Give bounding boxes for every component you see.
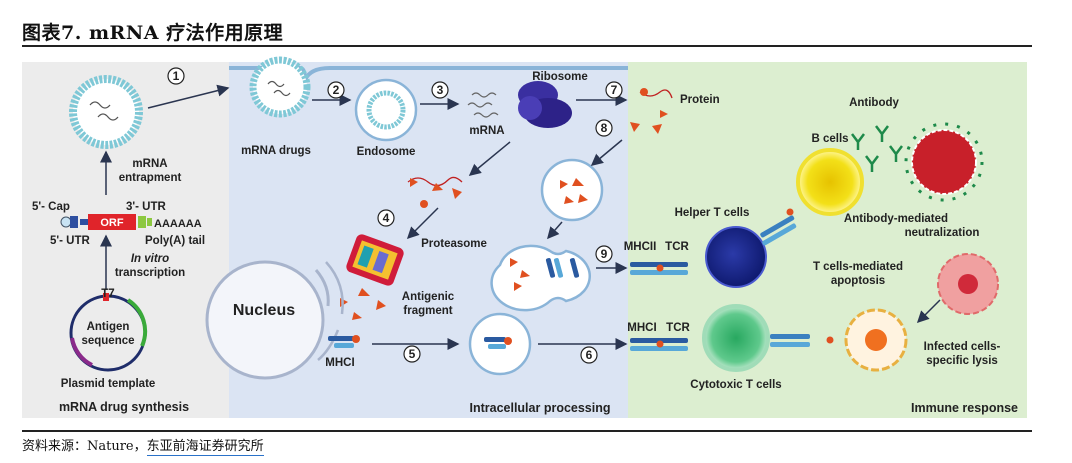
lipid-nanoparticle-icon	[69, 75, 143, 149]
protein-icon	[630, 88, 673, 134]
label-t-mediated-1: T cells-mediated	[813, 261, 903, 273]
vesicle-fusion-arrow	[547, 221, 563, 240]
cytotoxic-t-cell-icon	[702, 304, 834, 372]
plasmid-icon	[69, 293, 148, 372]
step-marker-1: 1	[167, 67, 185, 85]
label-in-vitro-1: In vitro	[131, 253, 169, 265]
label-endosome: Endosome	[357, 146, 416, 158]
label-mhci-right: MHCI	[627, 322, 656, 334]
mhci-left-icon	[328, 335, 360, 348]
mhcii-tcr-complex-icon	[630, 262, 688, 275]
source-note: 资料来源：Nature，东亚前海证券研究所	[22, 435, 264, 456]
svg-text:3: 3	[437, 83, 444, 97]
svg-text:7: 7	[611, 83, 618, 97]
step-1-arrow	[147, 84, 230, 109]
label-mrna-entrapment-2: entrapment	[119, 172, 182, 184]
label-plasmid: Plasmid template	[61, 378, 156, 390]
antibody-icon	[851, 125, 903, 172]
label-t-mediated-2: apoptosis	[831, 275, 885, 287]
nucleus-icon	[205, 260, 344, 380]
step-marker-9: 9	[595, 245, 613, 263]
step-marker-7: 7	[605, 81, 623, 99]
mrna-construct	[60, 214, 152, 230]
label-nucleus: Nucleus	[233, 302, 295, 319]
label-3-utr: 3'- UTR	[126, 201, 166, 213]
label-antigenic-1: Antigenic	[402, 291, 455, 303]
label-ab-mediated-1: Antibody-mediated	[844, 213, 948, 225]
mrna-strands-icon	[467, 92, 499, 118]
mrna-drug-particle-icon	[249, 56, 311, 118]
svg-text:2: 2	[333, 83, 340, 97]
footer-rule	[22, 430, 1032, 432]
step-marker-4: 4	[377, 209, 395, 227]
label-ab-mediated-2: neutralization	[905, 227, 980, 239]
label-tcr-top: TCR	[665, 241, 689, 253]
protein-vesicle-icon	[540, 158, 604, 222]
label-b-cells: B cells	[811, 133, 848, 145]
label-antigen-1: Antigen	[87, 321, 130, 333]
label-mrna-entrapment-1: mRNA	[132, 158, 167, 170]
step-marker-3: 3	[431, 81, 449, 99]
apoptotic-cell-icon	[844, 308, 908, 372]
label-infected-1: Infected cells-	[924, 341, 1001, 353]
label-polya-tail: Poly(A) tail	[145, 235, 205, 247]
label-mhci-left: MHCI	[325, 357, 354, 369]
b-cell-icon	[796, 148, 864, 216]
label-orf: ORF	[100, 217, 124, 229]
label-antigen-2: sequence	[81, 335, 134, 347]
virus-icon	[904, 122, 984, 202]
label-in-vitro-2: transcription	[115, 267, 185, 279]
step-marker-5: 5	[403, 345, 421, 363]
step-marker-6: 6	[580, 346, 598, 364]
fusion-vesicle-icon	[490, 244, 591, 312]
ribosome-icon	[518, 81, 572, 128]
orf-block	[88, 214, 136, 230]
step-4-arrow	[406, 207, 439, 240]
step-8-arrow	[590, 139, 623, 166]
label-protein: Protein	[680, 94, 720, 106]
label-t7: T7	[101, 288, 114, 300]
label-cytotoxic-t-cells: Cytotoxic T cells	[690, 379, 781, 391]
label-5-utr: 5'- UTR	[50, 235, 90, 247]
lysis-arrow	[916, 299, 941, 324]
label-polya-sequence: AAAAAA	[154, 218, 202, 230]
folded-protein-icon	[407, 176, 463, 208]
endosome-icon	[354, 78, 418, 142]
svg-text:8: 8	[601, 121, 608, 135]
svg-text:4: 4	[383, 211, 390, 225]
section-title-intracellular: Intracellular processing	[469, 401, 610, 415]
label-mrna: mRNA	[469, 125, 504, 137]
source-prefix: 资料来源：Nature，	[22, 439, 147, 454]
label-antigenic-2: fragment	[403, 305, 452, 317]
infected-cell-icon	[937, 253, 999, 315]
title-rule	[22, 45, 1032, 47]
svg-text:6: 6	[586, 348, 593, 362]
proteasome-icon	[346, 234, 404, 286]
label-antibody: Antibody	[849, 97, 899, 109]
label-5-cap: 5'- Cap	[32, 201, 70, 213]
label-ribosome: Ribosome	[532, 71, 588, 83]
helper-t-cell-icon	[705, 208, 797, 288]
svg-text:5: 5	[409, 347, 416, 361]
label-helper-t-cells: Helper T cells	[675, 207, 750, 219]
source-organization-link[interactable]: 东亚前海证券研究所	[146, 439, 264, 456]
section-title-immune: Immune response	[911, 401, 1018, 415]
label-infected-2: specific lysis	[926, 355, 998, 367]
svg-text:9: 9	[601, 247, 608, 261]
section-title-synthesis: mRNA drug synthesis	[59, 400, 189, 414]
mhci-vesicle-icon	[468, 312, 532, 376]
figure-title: 图表7. mRNA 疗法作用原理	[22, 22, 284, 44]
immune-panel	[628, 62, 1027, 418]
step-marker-2: 2	[327, 81, 345, 99]
label-proteasome: Proteasome	[421, 238, 487, 250]
label-tcr-bottom: TCR	[666, 322, 690, 334]
antigenic-fragments-icon	[340, 288, 386, 320]
ribosome-to-protein-arrow	[468, 141, 511, 176]
mhci-tcr-complex-icon	[630, 338, 688, 351]
label-mhcii: MHCII	[624, 241, 657, 253]
label-mrna-drugs: mRNA drugs	[241, 145, 311, 157]
step-marker-8: 8	[595, 119, 613, 137]
svg-text:1: 1	[173, 69, 180, 83]
